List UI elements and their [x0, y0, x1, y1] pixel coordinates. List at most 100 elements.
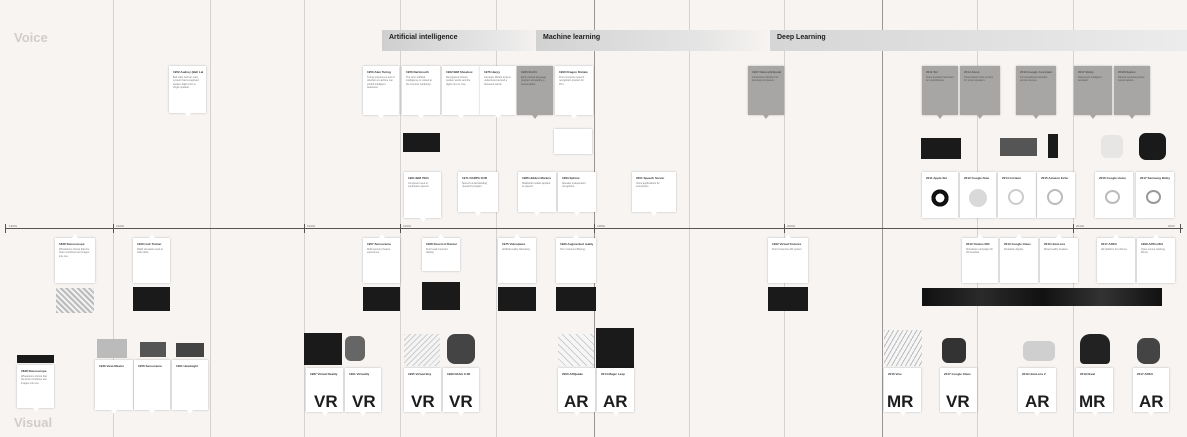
card-title: 2016 Google Home: [1099, 176, 1127, 180]
card-title: 1997 NaturallySpeaking: [752, 70, 781, 74]
card-title: 1961 IBM 7094: [408, 176, 429, 180]
card-title: 1962 IBM Shoebox: [446, 70, 473, 74]
tick-label: 1900s: [9, 224, 18, 228]
tick-label: 1980s: [597, 224, 606, 228]
card-title: 2014 Alexa: [964, 70, 980, 74]
voice-lane-label: Voice: [14, 30, 48, 45]
bottom-card[interactable]: 2014 Magic Leap: [597, 368, 634, 416]
device-card[interactable]: 2016 Google Home: [1095, 172, 1133, 218]
tick-label: 2010s: [1076, 224, 1085, 228]
device-card[interactable]: 2012 Google Now: [960, 172, 996, 218]
device-card[interactable]: 2011 Apple Siri: [922, 172, 958, 218]
archive-photo: [304, 333, 342, 365]
headset-photo: [345, 336, 365, 361]
person-photo: [1137, 338, 1160, 364]
bottom-card[interactable]: 2017 ARKit: [1133, 368, 1169, 416]
device-card[interactable]: 2014 Cortana: [998, 172, 1036, 218]
card-title: 1986 Hidden Markov: [522, 176, 552, 180]
type-label: AR: [564, 392, 589, 411]
card-title: 2019 HoloLens 2: [1022, 372, 1046, 376]
archive-photo: [556, 287, 596, 311]
bottom-card[interactable]: 1987 Virtual Reality: [306, 368, 343, 416]
voice-card[interactable]: 1952 Audrey (Bell Labs)Bell Labs built a…: [169, 66, 206, 117]
viewer-photo: [97, 339, 127, 358]
card-title: 1966 ELIZA: [521, 70, 538, 74]
headset-photo: [447, 334, 475, 364]
archive-photo: [422, 282, 460, 310]
card-title: 1956 Dartmouth: [406, 70, 429, 74]
card-desc: Carnegie Mellon system understood around…: [484, 76, 511, 86]
card-title: 1976 Harpy: [484, 70, 501, 74]
bottom-card[interactable]: 1991 Virtuality: [345, 368, 381, 416]
card-desc: Artificial reality laboratory.: [502, 248, 531, 251]
card-title: 1995 Virtual Boy: [408, 372, 432, 376]
card-desc: Wheatstone shows that the brain combines…: [59, 248, 90, 258]
bixby-icon: [1146, 190, 1161, 204]
card-title: 1993 Sphinx: [562, 176, 580, 180]
device-card[interactable]: 2015 Amazon Echo: [1037, 172, 1075, 218]
bottom-card[interactable]: 2000 ARQuake: [558, 368, 595, 416]
card-title: 2016 Vive: [888, 372, 902, 376]
type-label: VR: [449, 392, 473, 411]
headset-photo: [1080, 334, 1110, 364]
bottom-card[interactable]: 2017 Google Glass: [940, 368, 977, 416]
card-title: 1939 View-Master: [99, 364, 124, 368]
archive-photo: [133, 287, 170, 311]
bottom-card[interactable]: 1995 Virtual Boy: [404, 368, 441, 416]
card-desc: The term artificial intelligence is coin…: [406, 76, 432, 86]
cortana-ring-icon: [1008, 189, 1024, 205]
card-desc: Cloud based voice service for smart spea…: [964, 76, 994, 83]
card-title: 2011 Siri: [926, 70, 939, 74]
patent-drawing: [554, 129, 592, 154]
card-title: 1961 Headsight: [176, 364, 199, 368]
card-desc: First head mounted display.: [426, 248, 448, 255]
card-title: 1838 Stereoscope: [59, 242, 85, 246]
card-title: 2018 Duplex: [1118, 70, 1136, 74]
bottom-card[interactable]: 1939 View-Master: [95, 360, 133, 414]
card-desc: Speech understanding research program.: [462, 182, 488, 189]
bottom-card[interactable]: 1999 NASA X-38: [443, 368, 479, 416]
visual-card[interactable]: 1968 Sword of DamoclesFirst head mounted…: [422, 234, 460, 271]
bottom-card[interactable]: 1956 Sensorama: [134, 360, 170, 414]
bottom-card[interactable]: 2019 HoloLens 2: [1018, 368, 1056, 416]
card-title: 2016 Google Assistant: [1020, 70, 1053, 74]
voice-card[interactable]: 1997 NaturallySpeakingContinuous dictati…: [748, 66, 784, 119]
bottom-card[interactable]: 1961 Headsight: [172, 360, 208, 414]
bottom-card[interactable]: 2019 Nreal: [1076, 368, 1113, 416]
device-card[interactable]: 2017 Samsung Bixby: [1136, 172, 1174, 218]
type-label: MR: [1079, 392, 1106, 411]
bottom-card[interactable]: 2016 Vive: [884, 368, 921, 416]
card-title: 1990 Augmented reality: [560, 242, 593, 246]
card-desc: Kickstarter campaign for VR headset.: [966, 248, 993, 255]
type-label: VR: [314, 392, 338, 411]
era-machine-learning: Machine learning: [536, 30, 771, 51]
